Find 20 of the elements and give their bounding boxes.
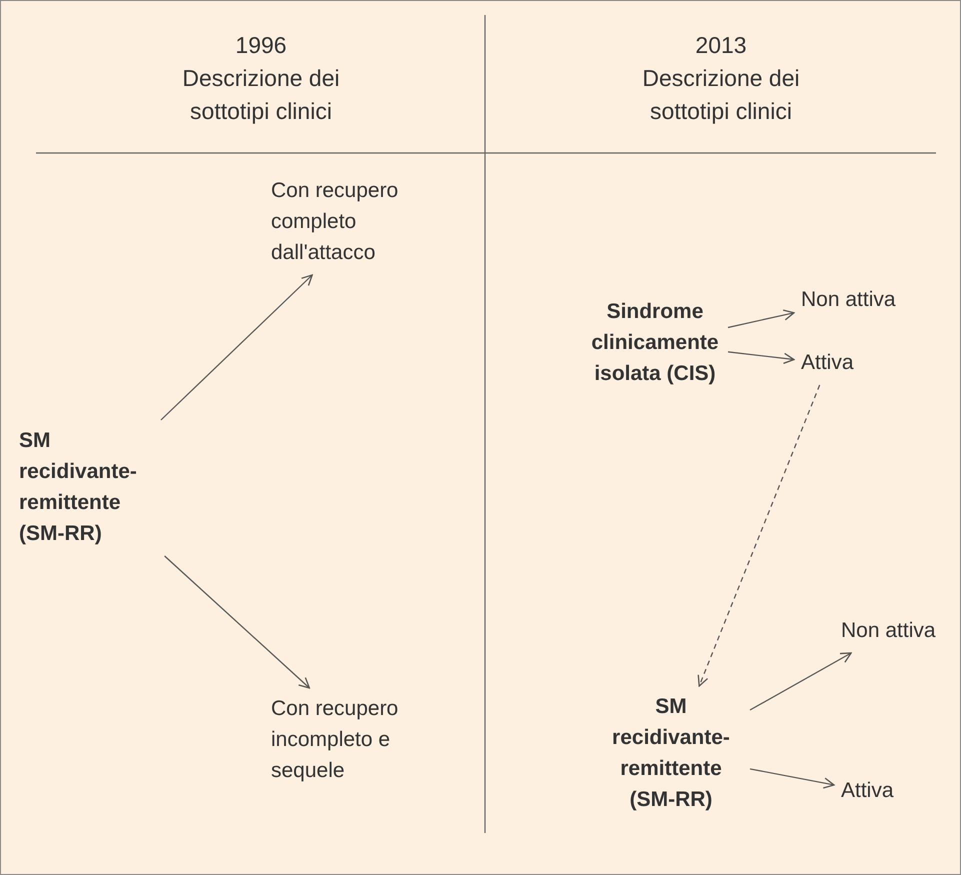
outcome-label: Non attiva — [841, 615, 936, 646]
subtype-label: SM recidivante-remittente (SM-RR) — [19, 425, 159, 549]
column-heading: Descrizione dei sottotipi clinici — [641, 64, 801, 126]
outcome-label: Con recupero incompleto e sequele — [271, 693, 461, 786]
column-heading: Descrizione dei sottotipi clinici — [181, 64, 341, 126]
arrow — [750, 652, 852, 711]
arrow — [728, 309, 795, 328]
outcome-label: Attiva — [841, 775, 894, 806]
year-heading: 1996 — [234, 31, 288, 60]
subtype-label: SM recidivante-remittente (SM-RR) — [601, 691, 741, 815]
outcome-label: Attiva — [801, 347, 854, 378]
year-heading: 2013 — [694, 31, 748, 60]
arrow — [164, 556, 310, 689]
outcome-label: Non attiva — [801, 284, 896, 315]
arrow — [750, 768, 835, 789]
arrow — [728, 351, 795, 364]
arrow — [698, 384, 820, 687]
outcome-label: Con recupero completo dall'attacco — [271, 175, 461, 268]
subtype-label: Sindrome clinicamente isolata (CIS) — [591, 296, 719, 389]
arrow — [160, 274, 313, 420]
